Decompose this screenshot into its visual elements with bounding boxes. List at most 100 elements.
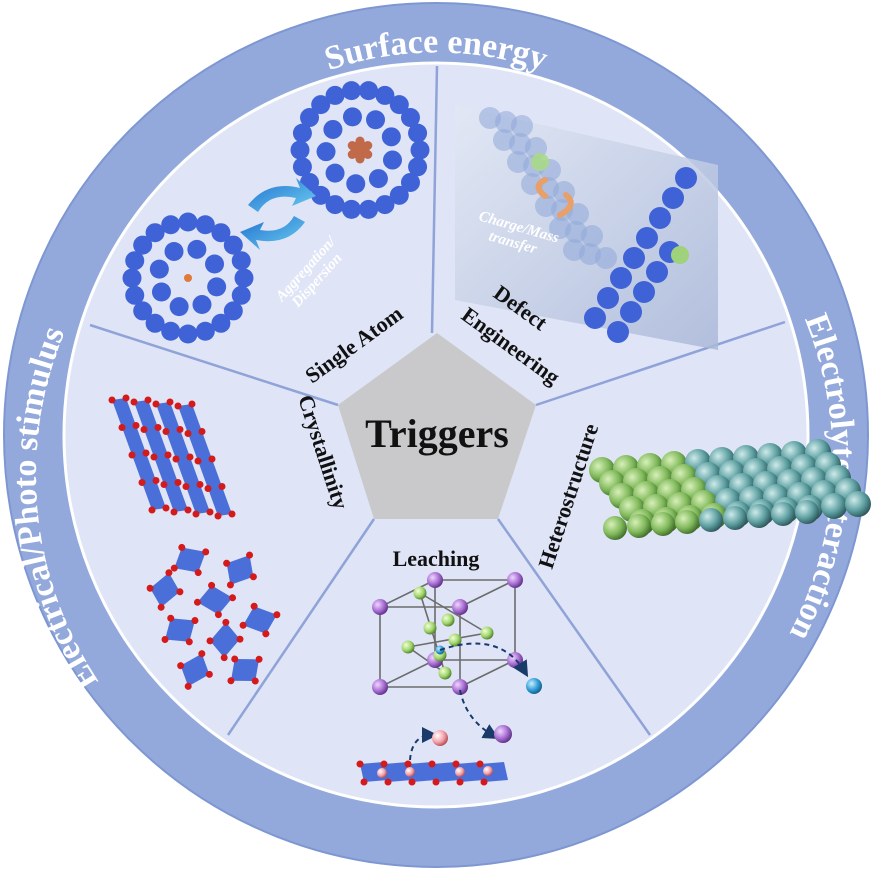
oxygen-atom — [432, 778, 440, 786]
oxygen-atom — [108, 396, 116, 404]
slab-tile — [456, 762, 484, 782]
oxygen-atom — [208, 581, 216, 589]
cluster-atom — [368, 169, 388, 189]
cluster-atom — [164, 241, 184, 261]
oxygen-atom — [118, 424, 126, 431]
rhomb-tile — [197, 585, 233, 615]
aggregated-metal-atom — [363, 141, 373, 150]
cluster-atom — [389, 185, 409, 205]
cluster-atom — [290, 140, 310, 160]
slab-tile — [432, 762, 460, 782]
slab-pink-atom — [405, 767, 415, 777]
cluster-atom — [125, 251, 145, 271]
cluster-atom — [325, 163, 345, 183]
leach-arrow-3 — [409, 727, 438, 761]
segment-label-leaching: Leaching — [393, 546, 480, 571]
cluster-atom — [341, 199, 361, 219]
oxygen-atom — [227, 677, 235, 685]
faded-atom — [581, 225, 603, 247]
center-pentagon — [338, 333, 536, 519]
cluster-atom — [410, 140, 430, 160]
oxygen-atom — [228, 510, 236, 518]
cluster-atom — [223, 301, 243, 321]
oxygen-atom — [184, 682, 192, 690]
cluster-atom — [205, 254, 225, 274]
oxygen-atom — [150, 453, 158, 461]
cluster-atom — [389, 95, 409, 115]
hetero-atom — [699, 508, 723, 532]
cluster-atom — [382, 150, 402, 170]
oxygen-atom — [152, 477, 160, 484]
rhomb-tile — [180, 653, 210, 687]
cluster-atom — [145, 223, 165, 243]
chain-atom — [620, 301, 642, 323]
oxygen-atom — [239, 621, 247, 629]
cluster-atom — [316, 142, 336, 162]
heterostructure-illustration — [589, 439, 871, 540]
oxygen-atom — [146, 584, 154, 592]
leaching-illustration — [356, 572, 542, 786]
cluster-atom — [375, 195, 395, 215]
chain-atom — [646, 261, 668, 283]
cluster-atom — [323, 119, 343, 139]
cluster-atom — [346, 174, 366, 194]
hetero-atom — [627, 514, 651, 538]
oxygen-atom — [170, 508, 178, 516]
oxygen-atom — [152, 400, 160, 408]
cluster-atom — [207, 277, 227, 297]
amorphous-rhomb — [161, 614, 199, 646]
oxygen-atom — [356, 760, 364, 768]
corner-atom — [507, 572, 523, 588]
corner-atom — [452, 679, 468, 695]
cluster-atom — [359, 199, 379, 219]
rhomb-tile — [230, 659, 260, 681]
oxygen-atom — [140, 426, 148, 433]
atom-cluster-dispersed — [122, 212, 254, 344]
cluster-atom — [145, 313, 165, 333]
aggregation-arrow-icon — [248, 178, 316, 212]
cluster-atom — [231, 251, 251, 271]
atom-cluster-aggregated — [290, 81, 430, 219]
oxygen-atom — [144, 396, 152, 404]
cluster-atom — [400, 108, 420, 128]
cluster-atom — [381, 127, 401, 147]
oxygen-atom — [194, 569, 202, 577]
chain-atom — [662, 187, 684, 209]
oxygen-atom — [360, 778, 368, 786]
oxygen-atom — [404, 760, 412, 768]
oxygen-atom — [380, 760, 388, 768]
oxygen-atom — [408, 778, 416, 786]
hetero-atom — [845, 491, 871, 517]
inner-atom — [401, 640, 415, 654]
hetero-atom — [821, 493, 847, 519]
cluster-atom — [223, 235, 243, 255]
oxygen-atom — [456, 778, 464, 786]
oxygen-atom — [206, 508, 214, 516]
oxygen-atom — [130, 398, 138, 406]
cluster-atom — [341, 81, 361, 101]
cluster-atom — [325, 195, 345, 215]
crystal-stripe — [178, 404, 232, 516]
rhomb-tile — [174, 547, 206, 573]
chain-atom — [597, 287, 619, 309]
oxygen-atom — [177, 662, 185, 670]
cluster-atom — [408, 157, 428, 177]
oxygen-atom — [162, 504, 170, 512]
chain-atom — [675, 167, 697, 189]
amorphous-rhomb — [193, 581, 237, 619]
oxygen-atom — [206, 637, 214, 645]
atom-chain — [584, 167, 697, 343]
cluster-atom — [342, 107, 362, 127]
leached-pink-ion — [432, 730, 448, 746]
hetero-atom — [675, 510, 699, 534]
corner-atom — [372, 599, 388, 615]
cluster-atom — [211, 223, 231, 243]
cluster-atom — [151, 282, 171, 302]
slab-tile — [384, 762, 412, 782]
cluster-atom — [133, 235, 153, 255]
oxygen-atom — [160, 481, 168, 488]
oxygen-atom — [205, 670, 213, 678]
oxygen-atom — [204, 485, 212, 492]
oxygen-atom — [185, 638, 193, 646]
oxygen-atom — [162, 428, 170, 435]
